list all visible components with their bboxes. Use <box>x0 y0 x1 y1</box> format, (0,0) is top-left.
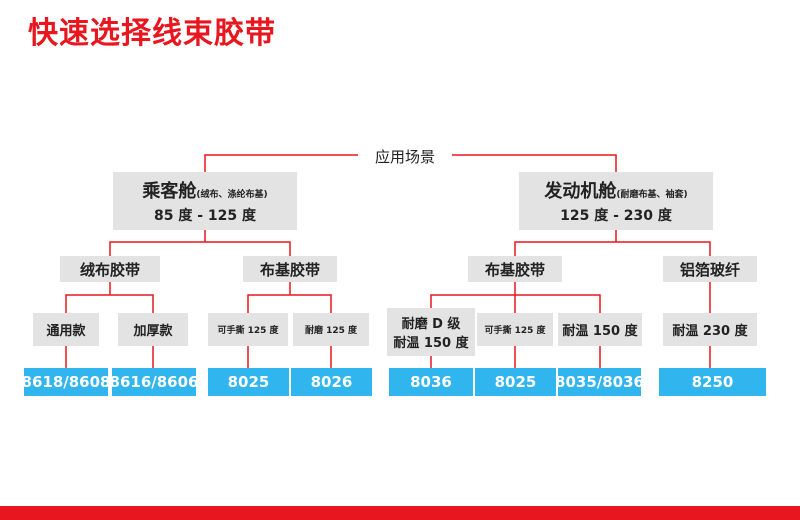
product-8036: 8036 <box>389 368 473 396</box>
general-type-node: 通用款 <box>33 313 99 346</box>
engine-bay-temp: 125 度 - 230 度 <box>560 208 672 224</box>
tearable-125-node: 可手撕 125 度 <box>208 313 288 346</box>
passenger-cabin-note: (绒布、涤纶布基) <box>196 190 268 200</box>
thick-type-node: 加厚款 <box>118 313 188 346</box>
glass-foil-tape-node: 铝箔玻纤 <box>663 256 757 282</box>
temp-230-node: 耐温 230 度 <box>663 313 757 346</box>
wear-d-grade-line2: 耐温 150 度 <box>393 336 469 351</box>
product-8026: 8026 <box>291 368 372 396</box>
product-8618-8608: 8618/8608 <box>22 368 111 396</box>
engine-bay-note: (耐磨布基、袖套) <box>616 190 688 200</box>
wear-d-grade-node: 耐磨 D 级 耐温 150 度 <box>387 308 475 356</box>
velvet-tape-node: 绒布胶带 <box>60 256 160 282</box>
passenger-cabin-node: 乘客舱(绒布、涤纶布基) 85 度 - 125 度 <box>113 172 297 230</box>
cloth-tape-engine-node: 布基胶带 <box>468 256 562 282</box>
engine-bay-title: 发动机舱 <box>544 181 617 202</box>
product-8025-engine: 8025 <box>475 368 556 396</box>
page-title: 快速选择线束胶带 <box>28 16 276 51</box>
temp-150-node: 耐温 150 度 <box>558 313 642 346</box>
wear-125-node: 耐磨 125 度 <box>293 313 369 346</box>
passenger-cabin-temp: 85 度 - 125 度 <box>153 208 256 224</box>
product-8250: 8250 <box>659 368 766 396</box>
root-node: 应用场景 <box>358 146 452 167</box>
product-8035-8036: 8035/8036 <box>555 368 644 396</box>
product-8025-passenger: 8025 <box>208 368 289 396</box>
wear-d-grade-line1: 耐磨 D 级 <box>401 317 461 332</box>
engine-bay-node: 发动机舱(耐磨布基、袖套) 125 度 - 230 度 <box>519 172 713 230</box>
tearable-125-engine-node: 可手撕 125 度 <box>477 313 553 346</box>
passenger-cabin-title: 乘客舱 <box>142 181 197 202</box>
footer-accent-bar <box>0 506 800 520</box>
cloth-tape-passenger-node: 布基胶带 <box>243 256 337 282</box>
product-8616-8606: 8616/8606 <box>110 368 199 396</box>
